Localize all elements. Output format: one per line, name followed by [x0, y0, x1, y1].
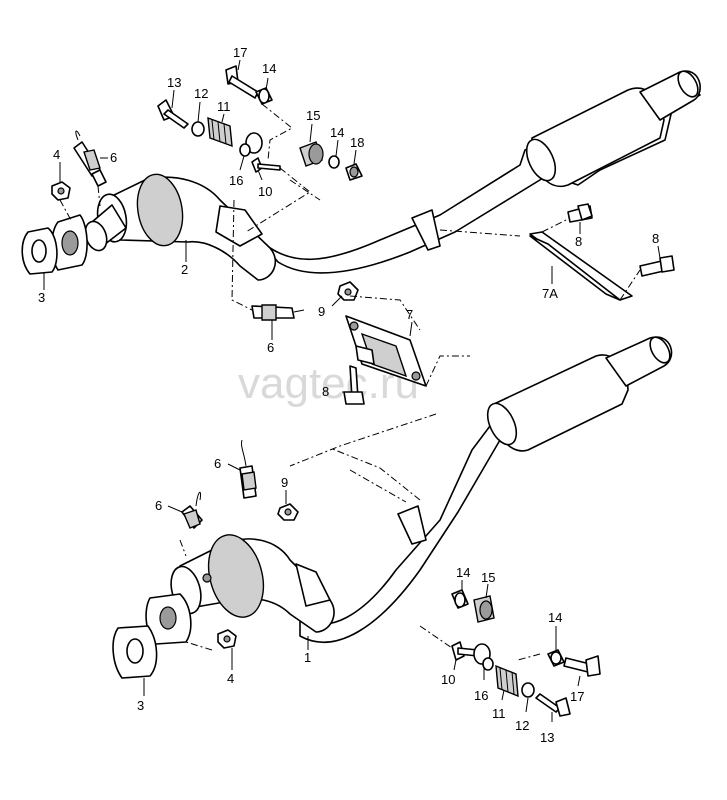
nut-18-top — [345, 163, 363, 181]
label-6-bottom-a: 6 — [214, 456, 221, 471]
label-12-top: 12 — [194, 86, 208, 101]
top-assembly: 17 14 13 12 11 15 14 18 16 10 4 6 2 3 9 … — [21, 45, 701, 405]
label-9-bottom: 9 — [281, 475, 288, 490]
label-8-top-a: 8 — [322, 384, 329, 399]
bushing-16-top — [239, 132, 263, 157]
screw-8-top-c — [639, 255, 675, 277]
washer-12-top — [191, 121, 205, 137]
label-7-top: 7 — [406, 307, 413, 322]
label-2-top: 2 — [181, 262, 188, 277]
label-15-top: 15 — [306, 108, 320, 123]
washer-14-bottom-a — [451, 589, 469, 609]
label-3-top: 3 — [38, 290, 45, 305]
label-14-bottom-b: 14 — [548, 610, 562, 625]
label-10-bottom: 10 — [441, 672, 455, 687]
screw-17-top — [225, 65, 259, 99]
label-17-bottom: 17 — [570, 689, 584, 704]
label-17-top: 17 — [233, 45, 247, 60]
label-13-bottom: 13 — [540, 730, 554, 745]
rubber-mount-15-bottom — [473, 595, 495, 623]
washer-12-bottom — [521, 682, 535, 698]
nut-9-bottom — [277, 503, 299, 521]
oxygen-sensor-bottom-middle — [239, 439, 257, 499]
rubber-mount-15-top — [299, 141, 324, 167]
label-11-top: 11 — [217, 99, 231, 114]
spring-11-bottom — [495, 664, 519, 698]
label-8-top-b: 8 — [575, 234, 582, 249]
bolt-10-bottom — [451, 641, 479, 661]
label-4-top: 4 — [53, 147, 60, 162]
nut-9-top — [337, 281, 359, 301]
nut-4-bottom — [217, 629, 237, 649]
bolt-13-bottom — [535, 693, 571, 717]
label-7A: 7A — [542, 286, 558, 301]
screw-17-bottom — [563, 655, 601, 677]
label-1-bottom: 1 — [304, 650, 311, 665]
label-6-top-a: 6 — [110, 150, 117, 165]
bracket-7A — [529, 231, 633, 301]
label-3-bottom: 3 — [137, 698, 144, 713]
bolt-10-top — [251, 157, 281, 173]
bolt-13-top — [157, 99, 189, 129]
screw-8-top-b — [567, 203, 593, 223]
washer-14-bottom-b — [547, 649, 565, 667]
screw-8-top-a — [343, 365, 365, 405]
oxygen-sensor-top-middle — [251, 304, 305, 321]
spring-11-top — [207, 116, 233, 148]
label-16-bottom: 16 — [474, 688, 488, 703]
label-9-top: 9 — [318, 304, 325, 319]
label-8-top-c: 8 — [652, 231, 659, 246]
label-4-bottom: 4 — [227, 671, 234, 686]
label-10-top: 10 — [258, 184, 272, 199]
label-6-top-b: 6 — [267, 340, 274, 355]
bottom-assembly: 6 6 9 4 3 1 14 15 10 16 11 12 13 14 17 — [112, 336, 673, 745]
label-14-top-b: 14 — [330, 125, 344, 140]
label-14-top-a: 14 — [262, 61, 276, 76]
label-18-top: 18 — [350, 135, 364, 150]
label-6-bottom-b: 6 — [155, 498, 162, 513]
oxygen-sensor-top-left — [73, 130, 107, 187]
label-16-top: 16 — [229, 173, 243, 188]
bushing-16-bottom — [473, 643, 494, 671]
label-11-bottom: 11 — [492, 706, 506, 721]
label-12-bottom: 12 — [515, 718, 529, 733]
label-15-bottom: 15 — [481, 570, 495, 585]
label-14-bottom-a: 14 — [456, 565, 470, 580]
washer-14-top-b — [328, 155, 340, 169]
oxygen-sensor-bottom-left — [181, 491, 203, 529]
washer-14-top-a — [255, 87, 273, 105]
label-13-top: 13 — [167, 75, 181, 90]
